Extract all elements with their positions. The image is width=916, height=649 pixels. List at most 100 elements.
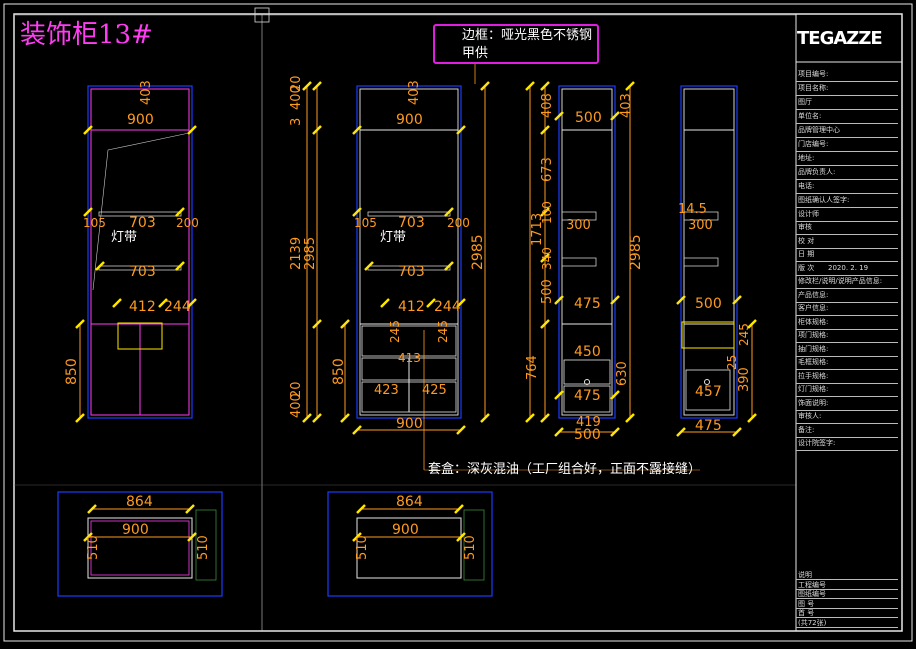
dimension-labels: 900 105 703 200 703 412 244 850 403 900 … [64, 75, 752, 560]
dim-419: 419 [576, 415, 601, 430]
dimension-tick [340, 319, 350, 329]
dimension-tick [380, 298, 390, 308]
dimension-tick [480, 81, 490, 91]
dim-764: 764 [525, 355, 540, 380]
dim-105-b: 105 [354, 216, 377, 230]
dim-244-a: 244 [164, 299, 191, 315]
dim-475-b: 475 [574, 388, 601, 404]
dim-510-d: 510 [463, 535, 478, 560]
title-block-row: 门店编号: [796, 136, 898, 152]
title-block-row: 电话: [796, 178, 898, 194]
dimension-tick [456, 425, 466, 435]
dim-20-b: 20 [289, 381, 304, 398]
dim-510-c: 510 [355, 535, 370, 560]
dimension-tick [554, 390, 564, 400]
dim-2985-a: 2985 [303, 237, 318, 270]
dimension-tick [540, 319, 550, 329]
title-block-row: 抽门规格: [796, 341, 898, 357]
dim-510-a: 510 [86, 535, 101, 560]
title-block-row: 项门规格: [796, 327, 898, 343]
title-block-row: 备注: [796, 422, 898, 438]
dimension-tick [676, 427, 686, 437]
dimension-tick [175, 261, 185, 271]
dimension-tick [83, 532, 93, 542]
frame-note-line1: 边框：哑光黑色不锈钢 [462, 28, 593, 43]
dimension-tick [610, 295, 620, 305]
front-elevation-middle [306, 85, 486, 470]
dim-390: 390 [737, 367, 752, 392]
title-block-row: 审核 [796, 219, 898, 235]
dimension-tick [187, 532, 197, 542]
dimension-tick [340, 413, 350, 423]
dimension-tick [83, 125, 93, 135]
dim-412-a: 412 [129, 299, 156, 315]
dimension-tick [747, 413, 757, 423]
dimension-tick [732, 427, 742, 437]
dim-475-a: 475 [574, 296, 601, 312]
title-block-row: 设计师 [796, 206, 898, 222]
dimension-tick [456, 125, 466, 135]
title-block-bottom-row: 首 号 [796, 608, 898, 618]
dim-100-a: 100 [540, 201, 554, 224]
title-block-bottom-row: (共72张) [796, 618, 898, 628]
dimension-tick [554, 427, 564, 437]
dimension-tick [352, 125, 362, 135]
dimension-tick [456, 532, 466, 542]
dimension-tick [444, 207, 454, 217]
title-block-row: 图纸确认人签字: [796, 192, 898, 208]
dimension-tick [540, 413, 550, 423]
dim-900-e: 900 [392, 522, 419, 538]
dimension-tick [112, 298, 122, 308]
title-block-row: 校 对 [796, 233, 898, 249]
dim-500-b: 500 [540, 279, 555, 304]
dim-25: 25 [725, 355, 739, 370]
title-block-row: 饰面说明: [796, 395, 898, 411]
dimension-tick [480, 413, 490, 423]
dim-403-a: 403 [139, 80, 154, 105]
dimension-tick [525, 413, 535, 423]
title-block-row: 版 次 [796, 260, 898, 276]
dim-2985-c: 2985 [628, 234, 644, 270]
title-block-row: 图厅 [796, 94, 898, 110]
dimension-tick [158, 298, 168, 308]
dimension-tick [352, 532, 362, 542]
dimension-tick [540, 207, 550, 217]
title-block-row: 客户信息: [796, 300, 898, 316]
dimension-tick [540, 81, 550, 91]
dim-900-d: 900 [122, 522, 149, 538]
title-block-row: 柜体规格: [796, 314, 898, 330]
dimension-tick [187, 298, 197, 308]
dimension-tick [625, 413, 635, 423]
dimension-tick [747, 319, 757, 329]
dim-850-a: 850 [64, 358, 80, 385]
dim-457: 457 [695, 384, 722, 400]
dimension-tick [312, 125, 322, 135]
dim-200-a: 200 [176, 216, 199, 230]
dim-450: 450 [574, 344, 601, 360]
dim-245-c: 245 [737, 323, 751, 346]
dimension-ticks [75, 81, 757, 542]
side-section-right [680, 85, 753, 433]
dimension-tick [187, 125, 197, 135]
dimension-tick [175, 207, 185, 217]
dimension-tick [540, 253, 550, 263]
dim-3: 3 [289, 118, 304, 126]
dim-850-b: 850 [331, 358, 347, 385]
dim-630-a: 630 [615, 361, 630, 386]
dim-245-b: 245 [436, 320, 450, 343]
front-elevation-left [79, 85, 193, 419]
dimension-tick [87, 504, 97, 514]
dimension-tick [83, 207, 93, 217]
light-strip-label-left: 灯带 [111, 230, 138, 245]
dim-403-c: 403 [619, 93, 634, 118]
plan-view-left [57, 491, 223, 597]
dimension-tick [610, 390, 620, 400]
dim-864-b: 864 [396, 494, 423, 510]
side-section [529, 85, 631, 433]
dim-300-b: 300 [688, 218, 713, 233]
title-block-row: 品牌管理中心 [796, 122, 898, 138]
title-block-row: 审核人: [796, 408, 898, 424]
title-block-bottom-row: 说明 [796, 570, 898, 580]
dimension-tick [554, 295, 564, 305]
